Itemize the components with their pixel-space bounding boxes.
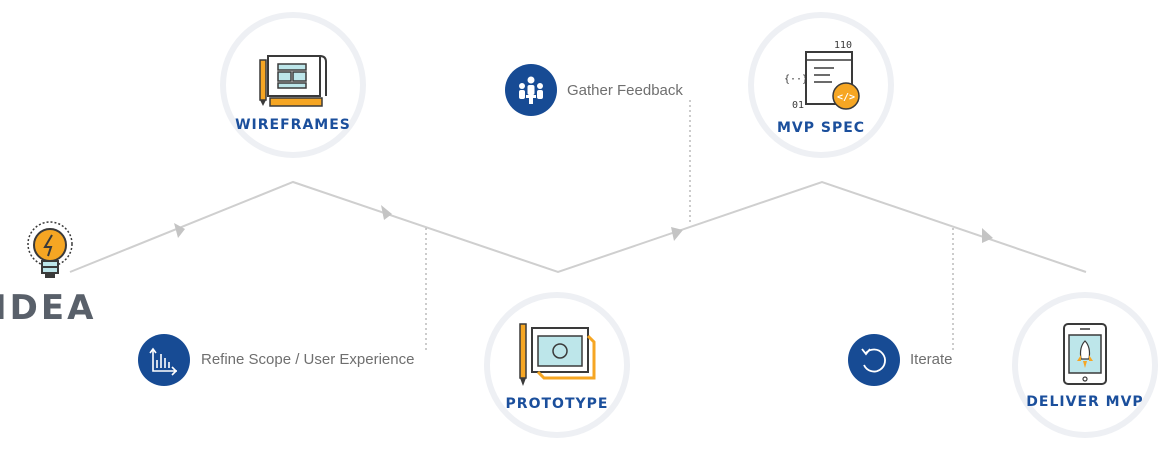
drafting-board-icon — [519, 323, 596, 386]
lightbulb-icon — [27, 221, 73, 278]
svg-text:110: 110 — [834, 40, 852, 51]
path-arrow — [671, 227, 683, 241]
prototype-label: PROTOTYPE — [505, 396, 609, 412]
feedback-step-label: Gather Feedback — [567, 82, 683, 99]
path-arrow — [174, 223, 185, 238]
svg-text:01: 01 — [792, 100, 804, 110]
feedback-step-badge — [505, 64, 557, 116]
code-document-icon: 110 {··} 01 </> — [784, 40, 860, 110]
mvp-spec-label: MVP SPEC — [776, 120, 866, 136]
svg-text:</>: </> — [837, 92, 855, 103]
tablet-rocket-icon — [1063, 323, 1107, 385]
deliver-mvp-label: DELIVER MVP — [1026, 394, 1144, 410]
wireframes-label: WIREFRAMES — [235, 117, 351, 133]
blueprint-icon — [259, 55, 327, 107]
path-arrow — [381, 205, 392, 220]
iterate-step-label: Iterate — [910, 351, 953, 368]
refresh-icon — [861, 348, 886, 373]
refine-step-badge — [138, 334, 190, 386]
path-arrow — [982, 228, 993, 243]
meeting-icon — [519, 76, 543, 104]
iterate-step-badge — [848, 334, 900, 386]
refine-step-label: Refine Scope / User Experience — [201, 351, 415, 368]
idea-label: IDEA — [0, 288, 97, 328]
chart-icon — [149, 347, 178, 376]
svg-text:{··}: {··} — [784, 74, 808, 85]
